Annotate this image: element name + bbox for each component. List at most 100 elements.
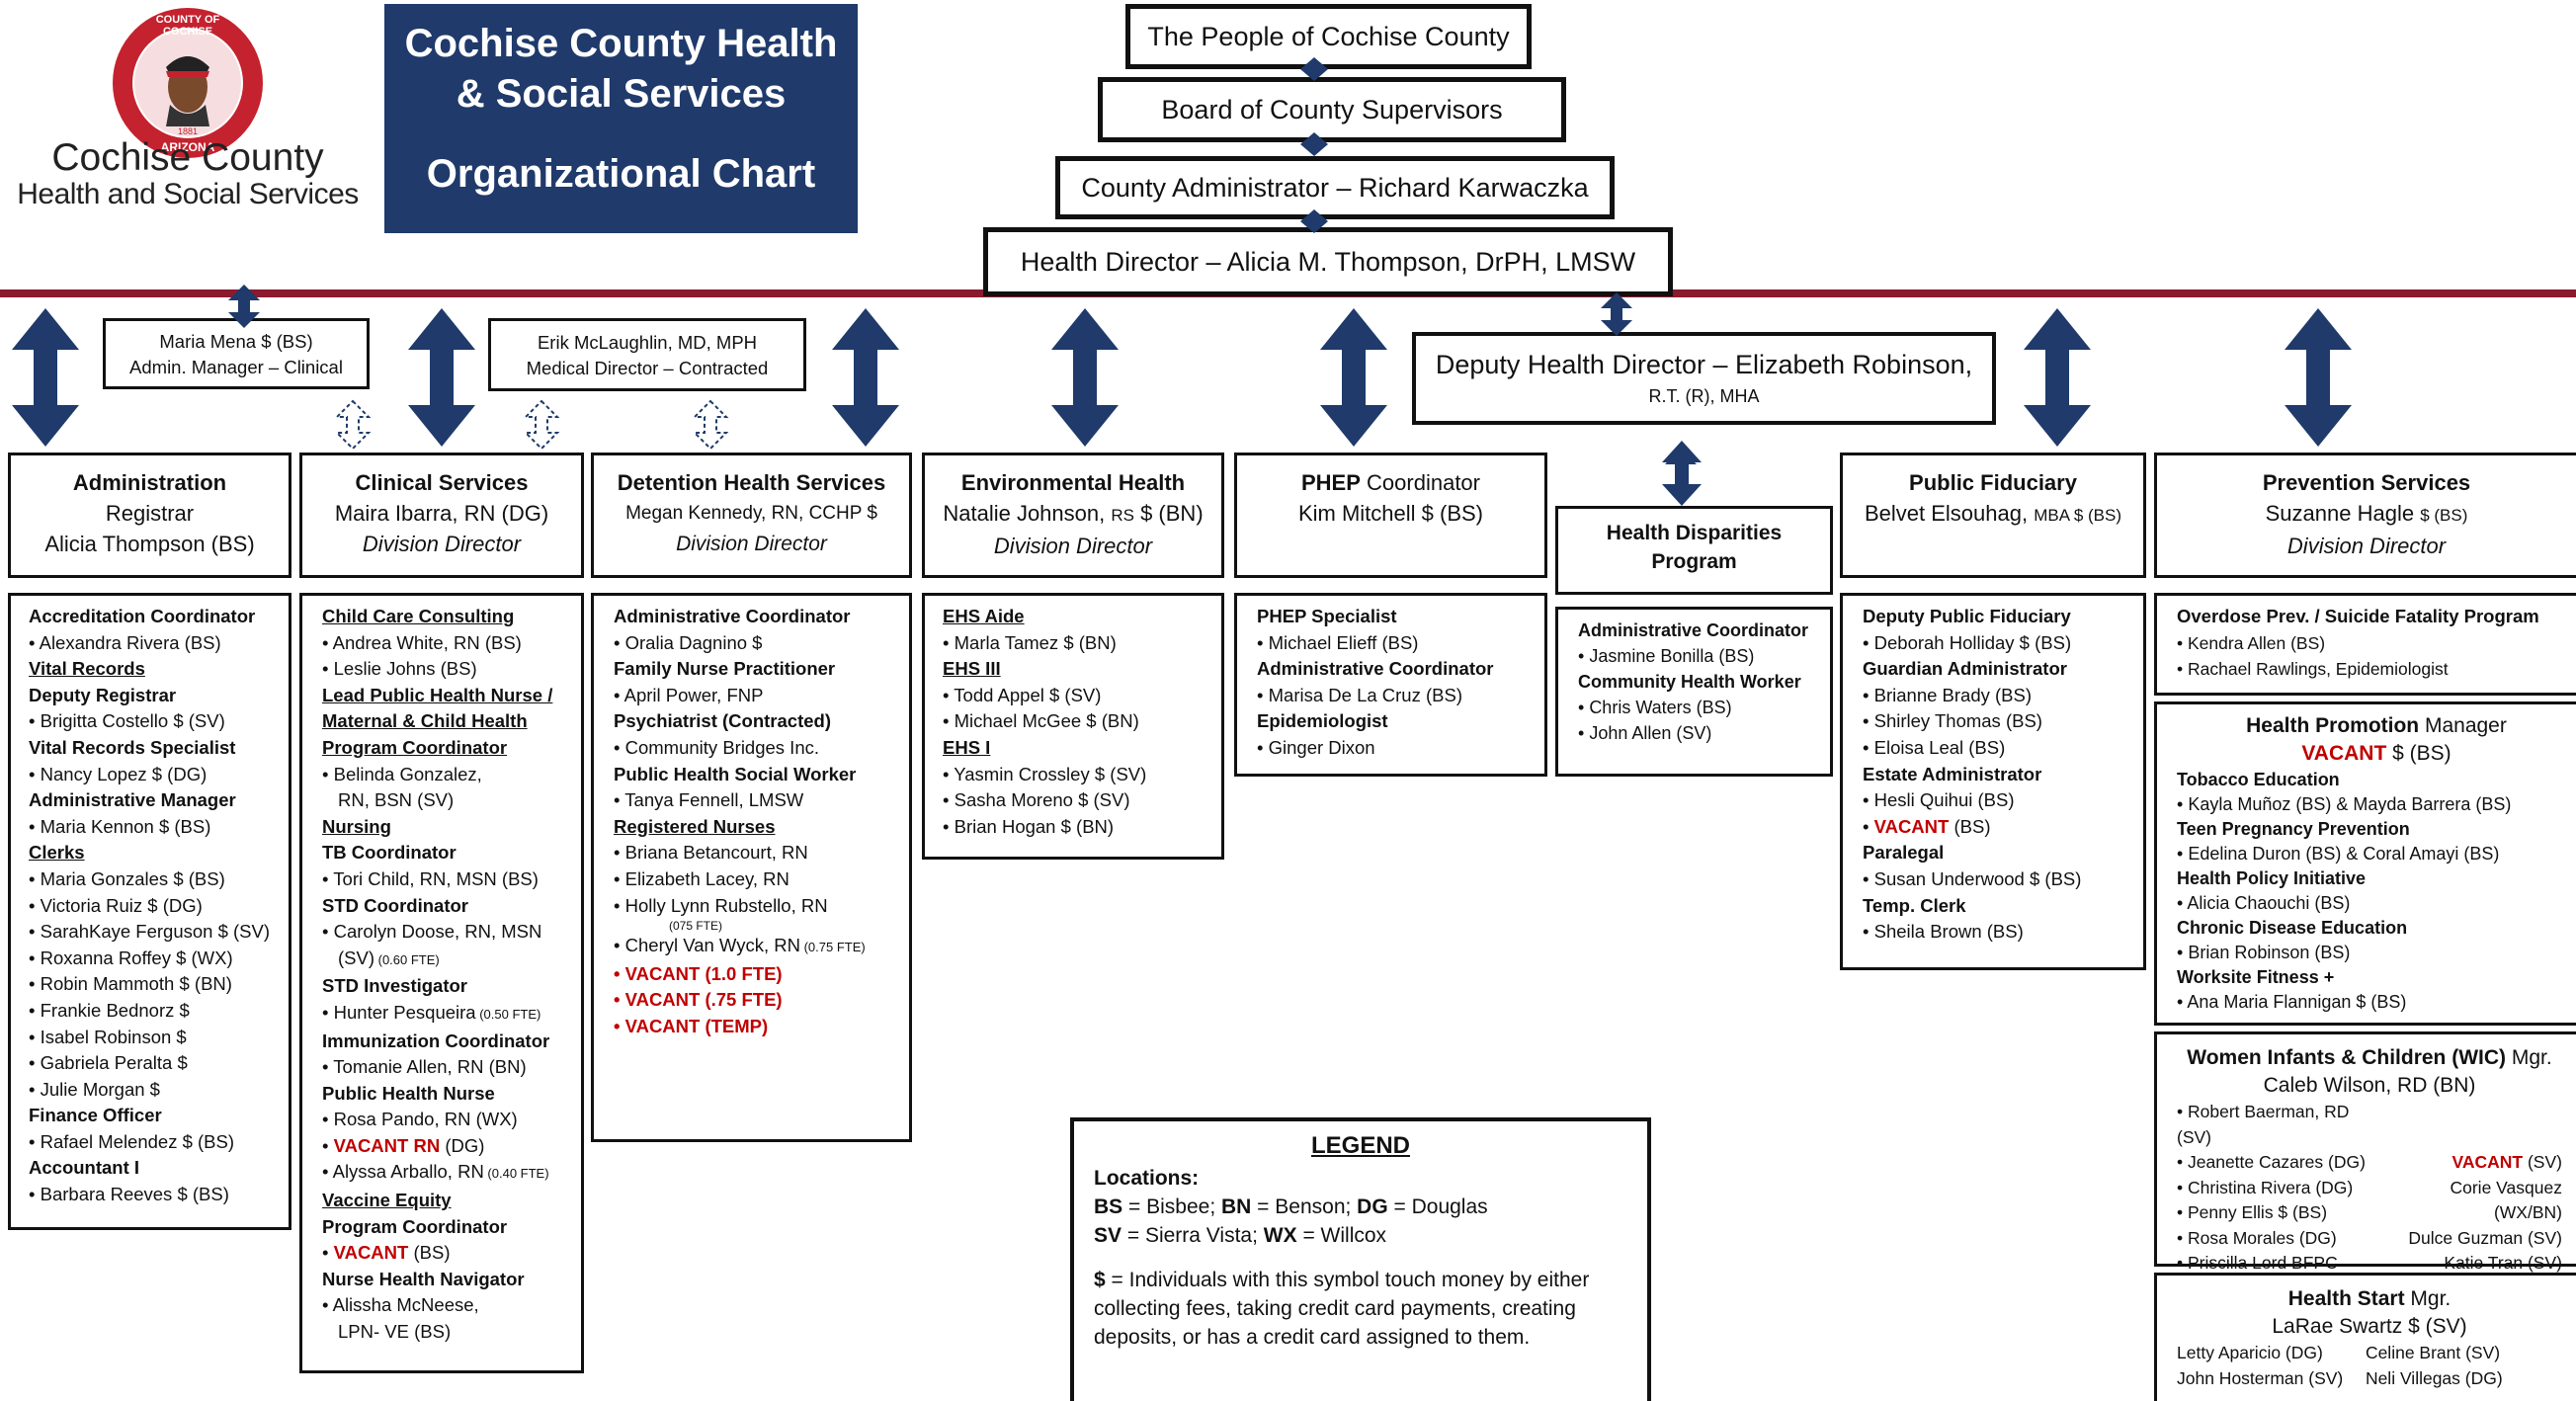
section-heading: Clerks	[29, 842, 85, 864]
list-health-disparities: Administrative CoordinatorJasmine Bonill…	[1555, 607, 1833, 777]
wic-manager: Caleb Wilson, RD (BN)	[2263, 1074, 2476, 1097]
wic-staff: • Rosa Morales (DG)	[2177, 1227, 2337, 1248]
role-heading: Vital Records Specialist	[29, 736, 236, 758]
prev-wic-box: Women Infants & Children (WIC) Mgr. Cale…	[2154, 1031, 2576, 1298]
staff-member: Sasha Moreno $ (SV)	[943, 787, 1221, 814]
staff-member: Leslie Johns (BS)	[322, 656, 581, 683]
section-heading: Child Care Consulting	[322, 606, 515, 626]
wic-staff: Dulce Guzman (SV)	[2408, 1227, 2562, 1248]
promo-rows: Tobacco EducationKayla Muñoz (BS) & Mayd…	[2177, 768, 2576, 1015]
section-heading: Lead Public Health Nurse /	[322, 684, 553, 705]
wic-staff: Katie Tran (SV)	[2444, 1253, 2562, 1273]
staff-member: John Allen (SV)	[1578, 720, 1830, 746]
medical-director-title: Medical Director – Contracted	[526, 358, 769, 378]
prev-health-start-box: Health Start Mgr. LaRae Swartz $ (SV) Le…	[2154, 1273, 2576, 1401]
staff-member-fte: (075 FTE)	[669, 919, 723, 934]
dept-clinical-line1: Maira Ibarra, RN (DG)	[334, 501, 549, 526]
role-heading: Temp. Clerk	[1863, 894, 1966, 916]
staff-member: Michael McGee $ (BN)	[943, 708, 1221, 735]
staff-member: Brianne Brady (BS)	[1863, 683, 2143, 709]
hstart-staff: Celine Brant (SV)	[2365, 1343, 2501, 1362]
list-detention: Administrative CoordinatorOralia Dagnino…	[591, 593, 912, 1142]
staff-member: Robin Mammoth $ (BN)	[29, 971, 289, 998]
medical-director-name: Erik McLaughlin, MD, MPH	[537, 332, 758, 353]
dept-administration-line1: Registrar	[105, 501, 195, 526]
legend-title: LEGEND	[1310, 1132, 1410, 1159]
wic-title: Women Infants & Children (WIC) Mgr.	[2187, 1046, 2552, 1069]
legend-dollar-text: $ = Individuals with this symbol touch m…	[1094, 1269, 1590, 1349]
list-phep: PHEP SpecialistMichael Elieff (BS)Admini…	[1234, 593, 1547, 777]
staff-member: Todd Appel $ (SV)	[943, 683, 1221, 709]
staff-member: Alexandra Rivera (BS)	[29, 630, 289, 657]
dept-detention-line1: Megan Kennedy, RN, CCHP $	[625, 503, 877, 524]
dept-administration: Administration Registrar Alicia Thompson…	[8, 453, 291, 578]
chart-title-line1: Cochise County Health	[404, 22, 838, 65]
staff-member: April Power, FNP	[614, 683, 909, 709]
staff-member: Victoria Ruiz $ (DG)	[29, 893, 289, 920]
chart-title-line2: & Social Services	[456, 72, 787, 116]
staff-member: Brian Hogan $ (BN)	[943, 814, 1221, 841]
staff-member: Ginger Dixon	[1257, 735, 1544, 762]
role-heading: Estate Administrator	[1863, 763, 2042, 784]
role-heading: Program Coordinator	[322, 1215, 508, 1237]
dept-detention: Detention Health Services Megan Kennedy,…	[591, 453, 912, 578]
section-heading: Maternal & Child Health	[322, 710, 528, 732]
staff-member: Eloisa Leal (BS)	[1863, 735, 2143, 762]
staff-member: Julie Morgan $	[29, 1077, 289, 1104]
role-heading: Deputy Public Fiduciary	[1863, 606, 2071, 626]
dept-fid-title: Public Fiduciary	[1909, 470, 2077, 495]
staff-member: Sheila Brown (BS)	[1863, 919, 2143, 946]
staff-member: Maria Gonzales $ (BS)	[29, 866, 289, 893]
role-heading: STD Investigator	[322, 975, 467, 997]
staff-member: Brian Robinson (BS)	[2177, 941, 2576, 965]
staff-member: Ana Maria Flannigan $ (BS)	[2177, 990, 2576, 1015]
staff-member: Hesli Quihui (BS)	[1863, 787, 2143, 814]
wic-staff: • Robert Baerman, RD (SV)	[2177, 1102, 2350, 1147]
admin-manager-title: Admin. Manager – Clinical	[129, 357, 343, 377]
overdose-item-1: Kendra Allen (BS)	[2177, 630, 2576, 657]
dept-prev-line1: Suzanne Hagle $ (BS)	[2265, 501, 2468, 526]
hstart-grid: Letty Aparicio (DG) Celine Brant (SV) Jo…	[2177, 1341, 2562, 1391]
dept-phep: PHEP Coordinator Kim Mitchell $ (BS)	[1234, 453, 1547, 578]
seal-text-bottom: ARIZONA	[160, 140, 215, 154]
county-admin-box: County Administrator – Richard Karwaczka	[1055, 156, 1615, 219]
overdose-item-2: Rachael Rawlings, Epidemiologist	[2177, 656, 2576, 683]
logo-subname: Health and Social Services	[17, 178, 359, 210]
section-heading: Nursing	[322, 815, 391, 837]
staff-member: Gabriela Peralta $	[29, 1050, 289, 1077]
vacant-position: VACANT (.75 FTE)	[614, 987, 909, 1014]
logo-name: Cochise County	[51, 136, 324, 179]
role-heading: Administrative Coordinator	[614, 606, 851, 626]
medical-director-box: Erik McLaughlin, MD, MPH Medical Directo…	[488, 318, 806, 391]
dept-env-line1: Natalie Johnson, RS $ (BN)	[943, 501, 1204, 526]
arrows-layer	[12, 285, 2352, 464]
dept-administration-title: Administration	[72, 470, 227, 495]
staff-member-cont: RN, BSN (SV)	[338, 789, 455, 811]
staff-member: Barbara Reeves $ (BS)	[29, 1182, 289, 1208]
staff-member: Belinda Gonzalez,	[322, 762, 581, 788]
list-administration: Accreditation CoordinatorAlexandra River…	[8, 593, 291, 1230]
list-clinical: Child Care ConsultingAndrea White, RN (B…	[299, 593, 584, 1373]
staff-member: Hunter Pesqueira (0.50 FTE)	[322, 1000, 581, 1029]
dept-env-line2: Division Director	[993, 534, 1153, 558]
staff-member: Michael Elieff (BS)	[1257, 630, 1544, 657]
role-heading: Accountant I	[29, 1157, 140, 1179]
staff-member: Cheryl Van Wyck, RN (0.75 FTE)	[614, 933, 909, 961]
dept-prev-title: Prevention Services	[2262, 470, 2471, 495]
staff-member: Tomanie Allen, RN (BN)	[322, 1054, 581, 1081]
section-heading: Vital Records	[29, 658, 145, 680]
staff-member-cont: LPN- VE (BS)	[338, 1321, 452, 1343]
wic-left: • Robert Baerman, RD (SV) • Jeanette Caz…	[2177, 1100, 2377, 1301]
role-heading: PHEP Specialist	[1257, 606, 1397, 626]
hstart-title: Health Start Mgr.	[2287, 1287, 2451, 1310]
wic-staff: • Jeanette Cazares (DG)	[2177, 1152, 2366, 1172]
staff-member: Isabel Robinson $	[29, 1025, 289, 1051]
section-heading: Registered Nurses	[614, 815, 776, 837]
staff-member-cont: (SV) (0.60 FTE)	[338, 947, 440, 968]
wic-grid: • Robert Baerman, RD (SV) • Jeanette Caz…	[2177, 1100, 2562, 1301]
vacant-position: VACANT (BS)	[1863, 814, 2143, 841]
role-heading: Health Policy Initiative	[2177, 868, 2367, 888]
staff-member: Deborah Holliday $ (BS)	[1863, 630, 2143, 657]
staff-member: Tori Child, RN, MSN (BS)	[322, 866, 581, 893]
disparities-arrow	[1662, 441, 1702, 506]
